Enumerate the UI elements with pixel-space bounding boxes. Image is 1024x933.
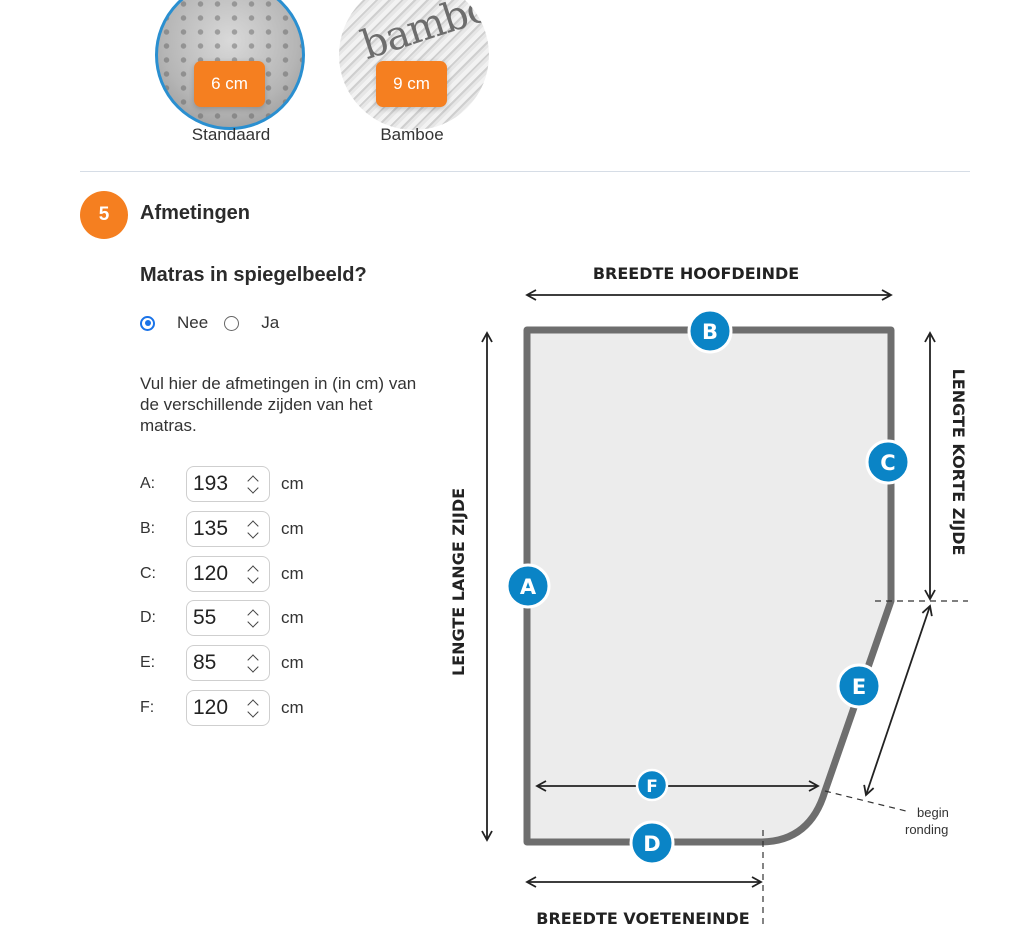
- radio-ja[interactable]: [224, 315, 240, 331]
- spinner-icon[interactable]: [245, 605, 261, 631]
- dimension-unit: cm: [281, 519, 304, 538]
- dimension-label: D:: [140, 609, 156, 626]
- label-lengte-korte-zijde: LENGTE KORTE ZIJDE: [949, 369, 968, 556]
- spinner-icon[interactable]: [245, 650, 261, 676]
- dimension-e-input[interactable]: 85: [186, 645, 270, 681]
- option-bamboe-label[interactable]: Bamboe: [380, 125, 444, 144]
- dimension-value[interactable]: 85: [193, 651, 217, 674]
- mattress-shape-diagram: BREEDTE HOOFDEINDE LENGTE LANGE ZIJDE LE…: [440, 250, 1000, 933]
- dimension-value[interactable]: 193: [193, 472, 229, 495]
- label-breedte-hoofdeinde: BREEDTE HOOFDEINDE: [593, 264, 799, 283]
- dimension-value[interactable]: 120: [193, 562, 229, 585]
- dimension-row-b: B: 135 cm: [140, 511, 304, 547]
- marker-d: D: [629, 820, 675, 866]
- label-breedte-voeteneinde: BREEDTE VOETENEINDE: [536, 909, 749, 928]
- arrow-diagonal-e: [863, 604, 933, 797]
- dimension-row-f: F: 120 cm: [140, 690, 304, 726]
- mattress-outline: [523, 326, 895, 846]
- radio-nee[interactable]: [140, 315, 155, 331]
- bamboo-logo: bamboo: [355, 0, 489, 69]
- marker-f-letter: F: [646, 777, 658, 797]
- dimension-unit: cm: [281, 474, 304, 493]
- dimensions-instructions: Vul hier de afmetingen in (in cm) van de…: [140, 374, 417, 435]
- label-begin: begin: [917, 805, 949, 820]
- dimension-c-input[interactable]: 120: [186, 556, 270, 592]
- marker-a-letter: A: [520, 575, 537, 599]
- label-lengte-lange-zijde: LENGTE LANGE ZIJDE: [449, 488, 468, 676]
- radio-ja-label[interactable]: Ja: [261, 313, 280, 332]
- label-ronding: ronding: [905, 822, 948, 837]
- section-divider: [80, 171, 970, 172]
- dimension-label: C:: [140, 565, 156, 582]
- section-title: Afmetingen: [140, 202, 250, 224]
- radio-nee-label[interactable]: Nee: [177, 313, 209, 332]
- dimension-value[interactable]: 120: [193, 696, 229, 719]
- marker-d-letter: D: [643, 832, 660, 856]
- dimension-label: E:: [140, 654, 156, 671]
- marker-c: C: [865, 439, 911, 485]
- dimension-label: A:: [140, 475, 156, 492]
- dimension-b-input[interactable]: 135: [186, 511, 270, 547]
- dimension-row-d: D: 55 cm: [140, 600, 304, 636]
- step-number-badge: 5: [80, 191, 128, 239]
- marker-e: E: [836, 663, 882, 709]
- dimension-row-e: E: 85 cm: [140, 645, 304, 681]
- marker-e-letter: E: [852, 675, 866, 699]
- dimension-unit: cm: [281, 698, 304, 717]
- dimension-unit: cm: [281, 564, 304, 583]
- dimension-unit: cm: [281, 653, 304, 672]
- dimension-row-c: C: 120 cm: [140, 556, 304, 592]
- dimension-label: F:: [140, 699, 155, 716]
- dimension-row-a: A: 193 cm: [140, 466, 304, 502]
- dimension-d-input[interactable]: 55: [186, 600, 270, 636]
- marker-b: B: [687, 308, 733, 354]
- spinner-icon[interactable]: [245, 561, 261, 587]
- spinner-icon[interactable]: [245, 695, 261, 721]
- dimension-f-input[interactable]: 120: [186, 690, 270, 726]
- spinner-icon[interactable]: [245, 516, 261, 542]
- dimension-value[interactable]: 55: [193, 606, 217, 629]
- marker-b-letter: B: [702, 320, 718, 344]
- dimension-value[interactable]: 135: [193, 517, 229, 540]
- guide-line-begin-rounding: [824, 790, 911, 813]
- mirror-radio-group: Nee Ja: [140, 313, 295, 333]
- option-bamboe-badge: 9 cm: [376, 61, 447, 107]
- dimension-a-input[interactable]: 193: [186, 466, 270, 502]
- option-standaard-label[interactable]: Standaard: [191, 125, 271, 144]
- mirror-question: Matras in spiegelbeeld?: [140, 264, 367, 286]
- spinner-icon[interactable]: [245, 471, 261, 497]
- marker-c-letter: C: [880, 451, 895, 475]
- marker-f: F: [635, 768, 669, 802]
- dimension-unit: cm: [281, 608, 304, 627]
- marker-a: A: [505, 563, 551, 609]
- option-standaard-badge: 6 cm: [194, 61, 265, 107]
- dimension-label: B:: [140, 520, 156, 537]
